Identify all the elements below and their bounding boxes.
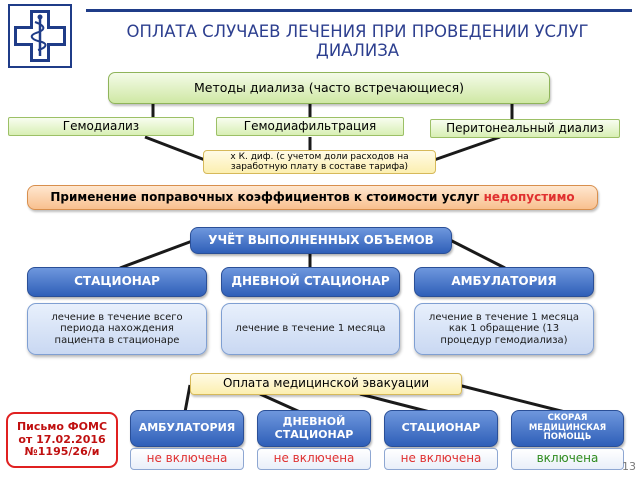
page-number: 13: [622, 460, 636, 473]
fomc-letter: Письмо ФОМС от 17.02.2016 №1195/26/и: [6, 412, 118, 468]
evac-item-hospital: СТАЦИОНАР: [384, 410, 498, 447]
evac-status-day-hospital: не включена: [257, 448, 371, 470]
evac-item-day-hospital: ДНЕВНОЙ СТАЦИОНАР: [257, 410, 371, 447]
method-hemodialysis: Гемодиализ: [8, 117, 194, 136]
accounting-title: УЧЁТ ВЫПОЛНЕННЫХ ОБЪЕМОВ: [190, 227, 452, 254]
medical-cross-icon: [8, 4, 72, 68]
warning-text: Применение поправочных коэффициентов к с…: [50, 189, 480, 204]
accounting-desc-hospital: лечение в течение всего периода нахожден…: [27, 303, 207, 355]
coefficient-note: х К. диф. (с учетом доли расходов на зар…: [203, 150, 436, 174]
method-hemodiafiltration: Гемодиафильтрация: [216, 117, 404, 136]
accounting-col-day-hospital: ДНЕВНОЙ СТАЦИОНАР: [221, 267, 400, 297]
evac-status-outpatient: не включена: [130, 448, 244, 470]
accounting-desc-outpatient: лечение в течение 1 месяца как 1 обращен…: [414, 303, 594, 355]
accounting-col-hospital: СТАЦИОНАР: [27, 267, 207, 297]
page-title: ОПЛАТА СЛУЧАЕВ ЛЕЧЕНИЯ ПРИ ПРОВЕДЕНИИ УС…: [126, 22, 589, 60]
evac-item-outpatient: АМБУЛАТОРИЯ: [130, 410, 244, 447]
header-top-line: [86, 9, 632, 12]
method-peritoneal: Перитонеальный диализ: [430, 119, 620, 138]
evac-status-hospital: не включена: [384, 448, 498, 470]
accounting-desc-day-hospital: лечение в течение 1 месяца: [221, 303, 400, 355]
logo: [8, 4, 72, 68]
evacuation-title: Оплата медицинской эвакуации: [190, 373, 462, 395]
evac-status-ambulance: включена: [511, 448, 624, 470]
accounting-col-outpatient: АМБУЛАТОРИЯ: [414, 267, 594, 297]
warning-highlight: недопустимо: [483, 189, 575, 204]
evac-item-ambulance: СКОРАЯ МЕДИЦИНСКАЯ ПОМОЩЬ: [511, 410, 624, 447]
warning-banner: Применение поправочных коэффициентов к с…: [27, 185, 598, 210]
methods-title: Методы диализа (часто встречающиеся): [108, 72, 550, 104]
